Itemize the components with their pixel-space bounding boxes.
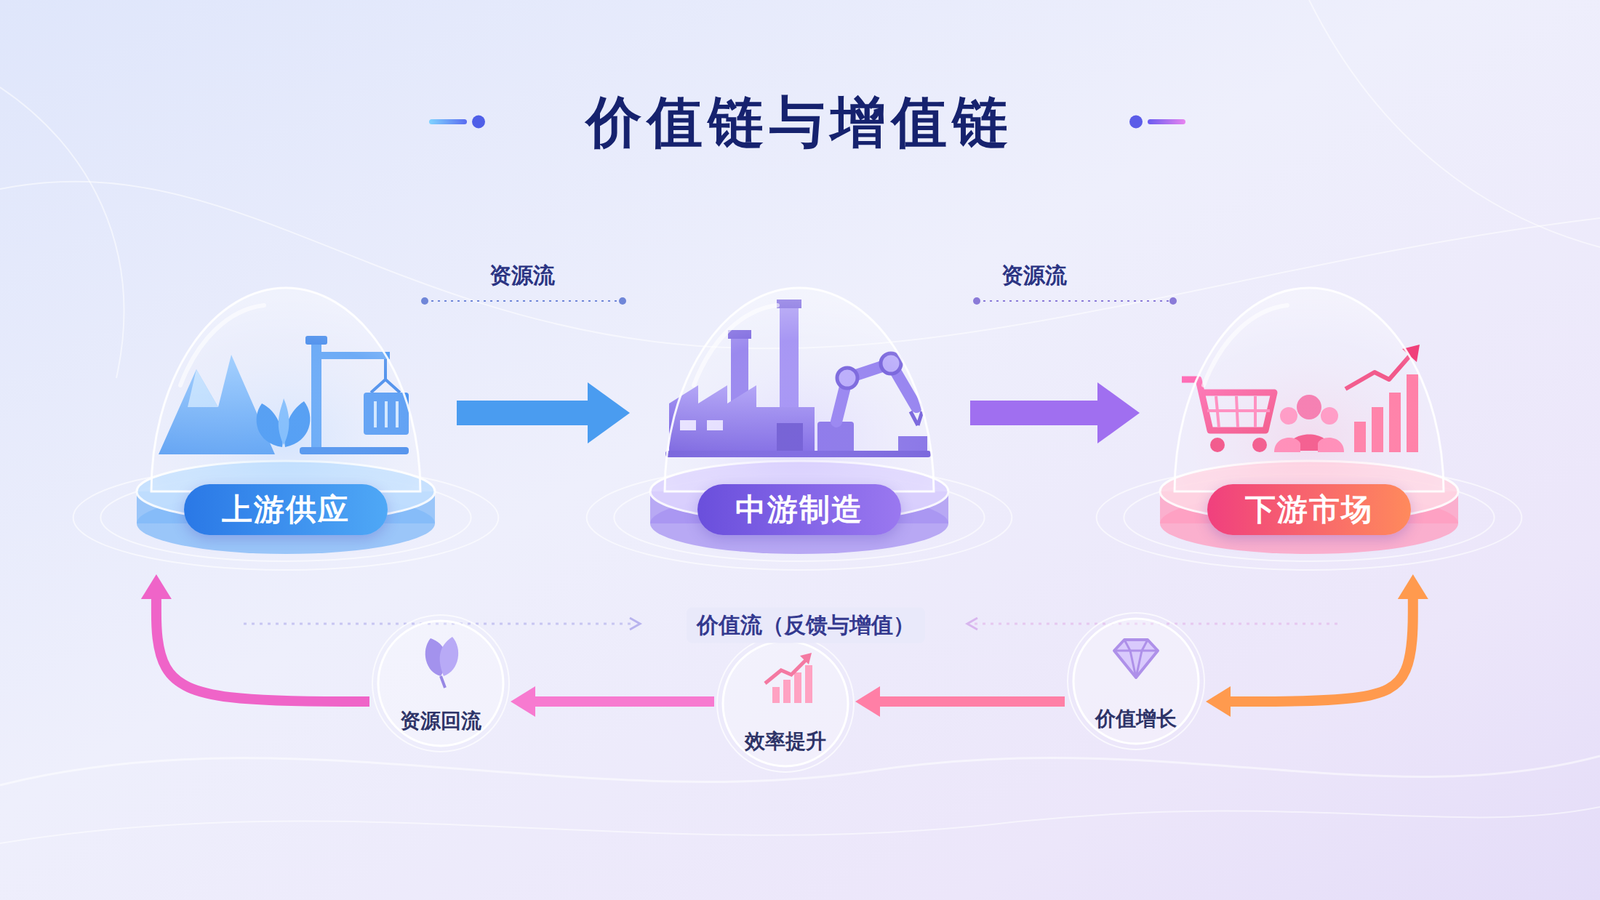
flow-arrow — [535, 696, 715, 707]
flow-arrow — [880, 696, 1065, 707]
stage-label: 中游制造 — [697, 484, 902, 536]
waves — [0, 0, 1600, 844]
feedback-label: 资源回流 — [400, 709, 482, 734]
feedback-label: 效率提升 — [744, 729, 827, 755]
flow-arrow — [156, 599, 370, 702]
flow-caption: 价值流（反馈与增值） — [686, 608, 926, 644]
feedback-circle: 资源回流 — [376, 619, 505, 748]
flow-arrow — [970, 400, 1098, 426]
diagram-title: 价值链与增值链 — [586, 88, 1014, 155]
edge-label: 资源流 — [482, 259, 563, 293]
feedback-label: 价值增长 — [1095, 706, 1177, 732]
flow-arrow — [1230, 599, 1414, 702]
stage-label: 上游供应 — [184, 484, 388, 536]
feedback-circle: 效率提升 — [721, 640, 850, 768]
feedback-circle: 价值增长 — [1072, 617, 1200, 746]
stage-label: 下游市场 — [1207, 484, 1411, 536]
flow-arrow — [456, 400, 588, 426]
edge-label: 资源流 — [994, 259, 1075, 293]
stage-dome: 中游制造 — [646, 276, 952, 568]
stage-dome: 上游供应 — [133, 276, 439, 568]
stage-dome: 下游市场 — [1156, 276, 1462, 568]
